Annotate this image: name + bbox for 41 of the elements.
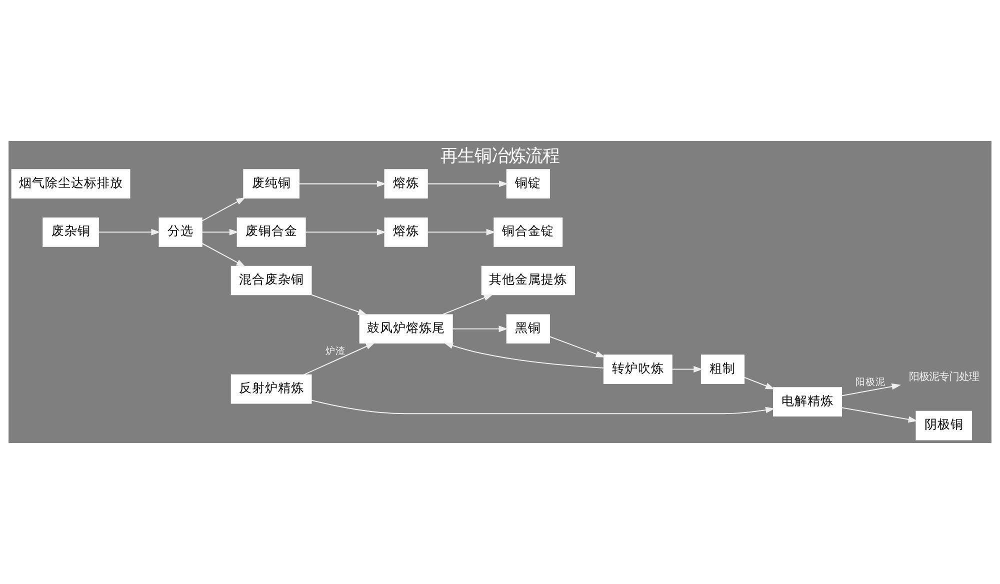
node-box: 熔炼 — [384, 217, 428, 247]
arrow — [202, 197, 246, 222]
node-text: 阳极泥专门处理 — [908, 370, 979, 383]
arrow — [303, 342, 376, 376]
node-box: 烟气除尘达标排放 — [11, 169, 130, 198]
arrow — [312, 294, 368, 316]
arrow — [842, 383, 902, 396]
arrow — [311, 400, 775, 414]
node-box: 废杂铜 — [42, 217, 99, 247]
node-box: 电解精炼 — [773, 387, 842, 416]
diagram-title: 再生铜冶炼流程 — [440, 146, 560, 166]
arrow — [842, 407, 918, 423]
edge-label: 炉渣 — [326, 346, 346, 357]
node-box: 其他金属提炼 — [481, 266, 575, 296]
arrow — [442, 294, 494, 315]
node-box: 黑铜 — [506, 314, 550, 344]
node-box: 粗制 — [700, 354, 745, 384]
node-box: 熔炼 — [384, 169, 428, 198]
arrow — [428, 228, 496, 236]
arrow — [550, 336, 606, 358]
arrow — [306, 228, 386, 236]
arrow — [299, 180, 386, 188]
arrow — [452, 326, 508, 332]
arrow — [428, 180, 508, 188]
node-box: 转炉吹炼 — [603, 354, 672, 384]
node-box: 分选 — [158, 217, 202, 247]
arrow — [202, 242, 246, 267]
node-box: 反射炉精炼 — [230, 374, 312, 404]
arrow — [744, 376, 775, 390]
node-box: 废纯铜 — [243, 169, 300, 198]
arrow — [672, 366, 703, 372]
node-box: 铜锭 — [506, 169, 550, 198]
edge-label: 阳极泥 — [856, 376, 886, 388]
node-box: 阴极铜 — [916, 410, 972, 440]
node-box: 混合废杂铜 — [230, 266, 312, 296]
node-box: 废铜合金 — [236, 217, 306, 247]
arrow — [202, 228, 239, 236]
node-box: 铜合金锭 — [494, 217, 563, 247]
node-box: 鼓风炉熔炼尾 — [359, 314, 453, 344]
arrow — [98, 228, 160, 236]
arrow — [444, 342, 604, 368]
